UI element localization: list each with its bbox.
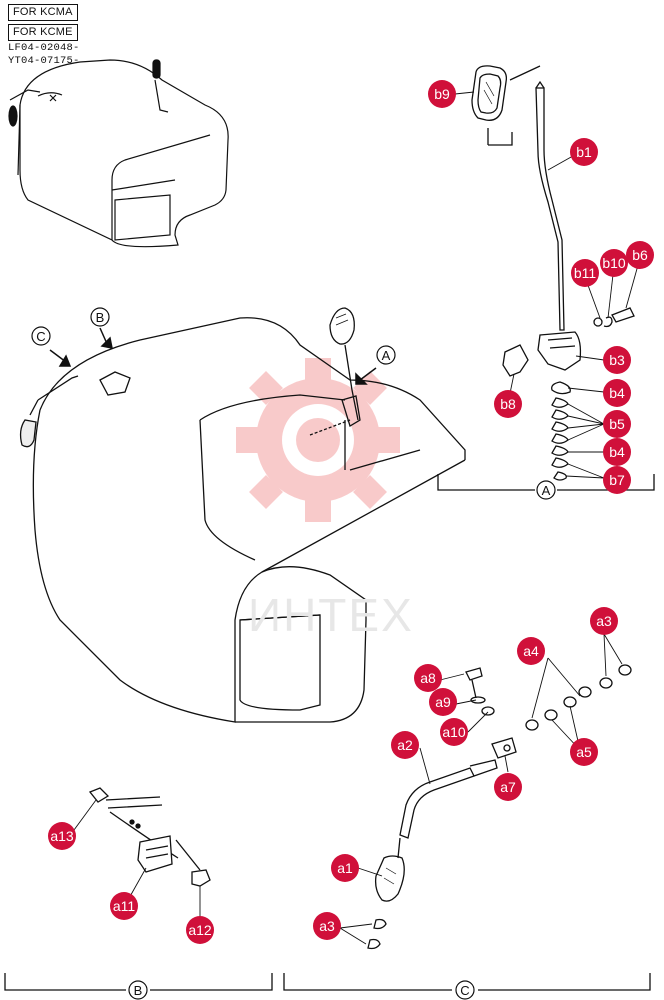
callout-a3-lower[interactable]: a3: [313, 912, 341, 940]
callout-b8[interactable]: b8: [494, 390, 522, 418]
callout-a8-label: a8: [420, 670, 436, 686]
callout-b10-label: b10: [602, 255, 626, 271]
callout-a1[interactable]: a1: [331, 854, 359, 882]
view-marker-b: B: [128, 980, 148, 1000]
callout-a5[interactable]: a5: [570, 738, 598, 766]
model-label-kcma: FOR KCMA: [8, 4, 78, 21]
callout-a10-label: a10: [442, 724, 466, 740]
serial-range-2: YT04-07175-: [8, 55, 80, 67]
view-marker-c-main: C: [31, 326, 51, 346]
view-marker-a-main-label: A: [382, 348, 391, 363]
callout-b6[interactable]: b6: [626, 241, 654, 269]
callout-a7-label: a7: [500, 779, 516, 795]
view-arrows: [49, 327, 377, 385]
callout-b5-label: b5: [609, 416, 625, 432]
callout-b4-lower-label: b4: [609, 444, 625, 460]
model-label-kcme: FOR KCME: [8, 24, 78, 41]
callout-a7[interactable]: a7: [494, 773, 522, 801]
leader-lines: [73, 91, 641, 945]
callout-a12[interactable]: a12: [186, 916, 214, 944]
view-marker-b-main-label: B: [96, 310, 105, 325]
callout-b1[interactable]: b1: [570, 138, 598, 166]
callout-a10[interactable]: a10: [440, 718, 468, 746]
callout-a2-label: a2: [397, 737, 413, 753]
callout-b10[interactable]: b10: [600, 249, 628, 277]
callout-a11-label: a11: [113, 898, 136, 914]
callout-b1-label: b1: [576, 144, 592, 160]
view-marker-b-main: B: [90, 307, 110, 327]
callout-a12-label: a12: [188, 922, 212, 938]
serial-range-1: LF04-02048-: [8, 42, 80, 54]
view-marker-b-label: B: [134, 983, 143, 998]
callout-a13[interactable]: a13: [48, 822, 76, 850]
callout-b11[interactable]: b11: [571, 259, 599, 287]
callouts: b9 b1 b11 b10 b6 b3 b8 b4 b5 b4 b7 a3 a4…: [48, 80, 654, 944]
callout-b6-label: b6: [632, 247, 648, 263]
callout-b4-upper[interactable]: b4: [603, 379, 631, 407]
callout-b11-label: b11: [574, 265, 597, 281]
callout-a4-label: a4: [523, 643, 539, 659]
callout-a9-label: a9: [435, 694, 451, 710]
view-c-assembly: [283, 664, 651, 991]
overview-sketch: [8, 59, 229, 248]
callout-a1-label: a1: [337, 860, 353, 876]
callout-a3-upper-label: a3: [596, 613, 612, 629]
callout-a2[interactable]: a2: [391, 731, 419, 759]
view-markers: A A B B C C: [31, 307, 556, 1000]
callout-b4-lower[interactable]: b4: [603, 438, 631, 466]
view-marker-a-main: A: [376, 345, 396, 365]
main-cabin-sketch: [19, 307, 466, 723]
callout-a3-upper[interactable]: a3: [590, 607, 618, 635]
view-marker-a: A: [536, 480, 556, 500]
callout-a11[interactable]: a11: [110, 892, 138, 920]
view-b-assembly: [4, 787, 273, 991]
view-marker-c-label: C: [460, 983, 469, 998]
callout-a3-lower-label: a3: [319, 918, 335, 934]
callout-b3-label: b3: [609, 352, 625, 368]
callout-b9[interactable]: b9: [428, 80, 456, 108]
callout-a5-label: a5: [576, 744, 592, 760]
view-a-assembly: [437, 65, 655, 491]
callout-b4-upper-label: b4: [609, 385, 625, 401]
callout-a13-label: a13: [50, 828, 74, 844]
callout-b7[interactable]: b7: [603, 466, 631, 494]
callout-b9-label: b9: [434, 86, 450, 102]
callout-b5[interactable]: b5: [603, 410, 631, 438]
callout-a8[interactable]: a8: [414, 664, 442, 692]
callout-a4[interactable]: a4: [517, 637, 545, 665]
callout-b3[interactable]: b3: [603, 346, 631, 374]
callout-b8-label: b8: [500, 396, 516, 412]
view-marker-c: C: [455, 980, 475, 1000]
callout-b7-label: b7: [609, 472, 625, 488]
callout-a9[interactable]: a9: [429, 688, 457, 716]
view-marker-a-label: A: [542, 483, 551, 498]
view-marker-c-main-label: C: [36, 329, 45, 344]
